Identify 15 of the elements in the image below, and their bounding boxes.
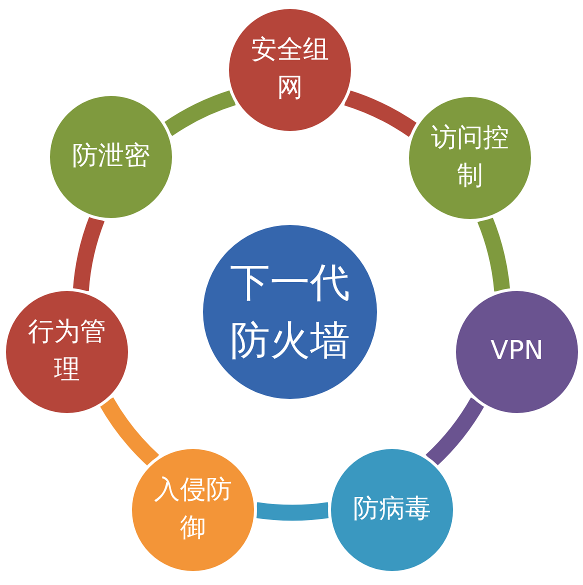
feature-circle: 行为管理 xyxy=(3,288,131,416)
feature-circle: VPN xyxy=(453,288,581,416)
connector-arc xyxy=(477,216,510,292)
center-circle: 下一代防火墙 xyxy=(200,222,380,402)
feature-circle: 防泄密 xyxy=(47,93,175,221)
connector-arc xyxy=(255,502,330,521)
feature-circle: 安全组网 xyxy=(226,6,354,134)
connector-arc xyxy=(99,397,160,466)
connector-arc xyxy=(163,90,236,136)
feature-circle: 防病毒 xyxy=(328,446,456,574)
feature-circle: 入侵防御 xyxy=(129,446,257,574)
feature-circle: 访问控制 xyxy=(406,94,534,222)
connector-arc xyxy=(72,216,105,292)
connector-arc xyxy=(425,397,485,466)
connector-arc xyxy=(344,90,418,138)
